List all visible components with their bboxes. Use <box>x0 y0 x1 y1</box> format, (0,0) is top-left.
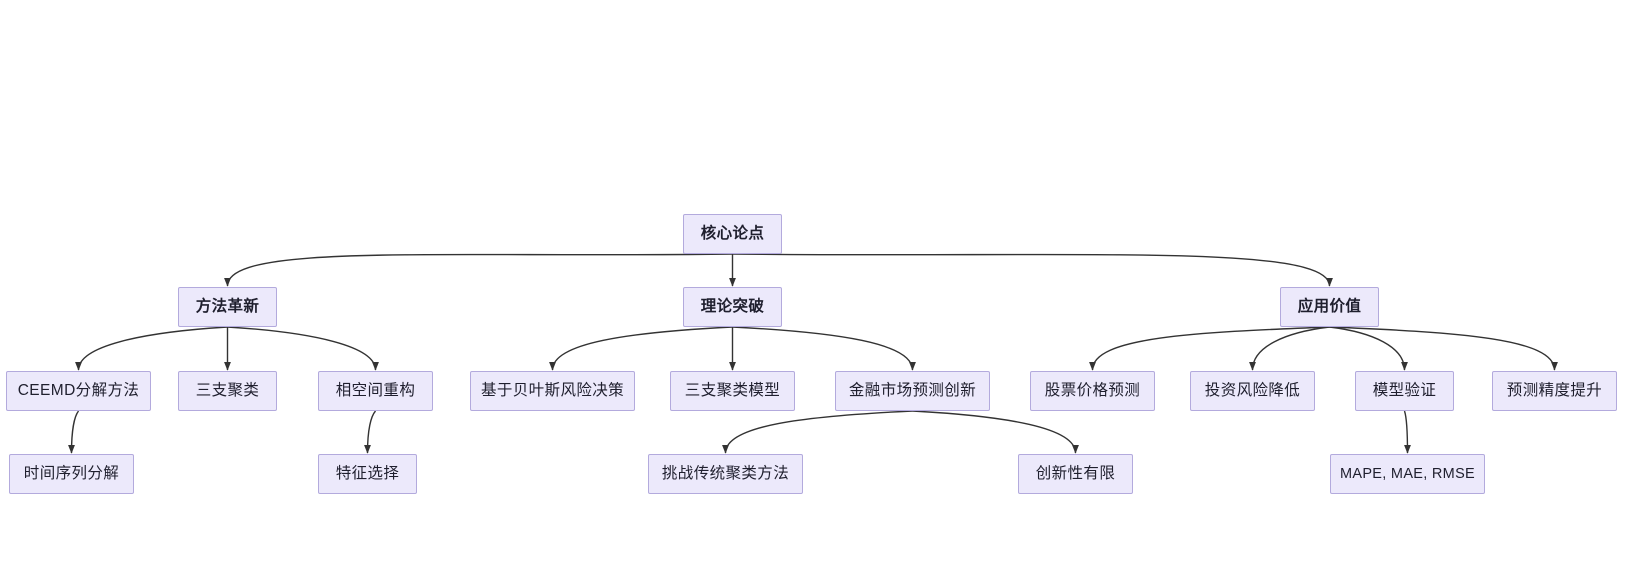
node-l2j[interactable]: 预测精度提升 <box>1492 371 1617 411</box>
node-label: 相空间重构 <box>335 382 416 400</box>
edge-l2a-to-l3a <box>68 410 80 454</box>
edge-l1a-to-l2c <box>227 326 379 371</box>
node-label: 预测精度提升 <box>1506 382 1603 400</box>
node-l3a[interactable]: 时间序列分解 <box>9 454 134 494</box>
node-label: 特征选择 <box>335 465 400 483</box>
node-label: 方法革新 <box>195 298 260 316</box>
node-label: 基于贝叶斯风险决策 <box>480 382 625 400</box>
edge-l2c-to-l3b <box>364 410 377 454</box>
node-root[interactable]: 核心论点 <box>683 214 782 254</box>
node-l3c[interactable]: 挑战传统聚类方法 <box>648 454 803 494</box>
edge-l1c-to-l2h <box>1249 326 1330 371</box>
node-label: CEEMD分解方法 <box>17 382 140 400</box>
edge-l1a-to-l2a <box>75 326 228 371</box>
edge-l1c-to-l2j <box>1329 326 1558 371</box>
edge-root-to-l1a <box>224 253 733 287</box>
node-l1a[interactable]: 方法革新 <box>178 287 277 327</box>
node-label: 挑战传统聚类方法 <box>661 465 790 483</box>
node-l2g[interactable]: 股票价格预测 <box>1030 371 1155 411</box>
node-l2b[interactable]: 三支聚类 <box>178 371 277 411</box>
node-l3b[interactable]: 特征选择 <box>318 454 417 494</box>
edge-l1c-to-l2i <box>1329 326 1408 371</box>
node-label: 应用价值 <box>1297 298 1362 316</box>
node-l3d[interactable]: 创新性有限 <box>1018 454 1133 494</box>
node-label: 三支聚类 <box>195 382 260 400</box>
edge-root-to-l1c <box>732 253 1333 287</box>
node-l1b[interactable]: 理论突破 <box>683 287 782 327</box>
edge-l2f-to-l3c <box>722 410 913 454</box>
node-l1c[interactable]: 应用价值 <box>1280 287 1379 327</box>
node-label: 创新性有限 <box>1035 465 1116 483</box>
edge-l1c-to-l2g <box>1089 326 1330 371</box>
node-l2a[interactable]: CEEMD分解方法 <box>6 371 151 411</box>
node-l2h[interactable]: 投资风险降低 <box>1190 371 1315 411</box>
node-label: MAPE, MAE, RMSE <box>1339 465 1476 482</box>
node-label: 核心论点 <box>700 225 765 243</box>
node-l2c[interactable]: 相空间重构 <box>318 371 433 411</box>
node-l2e[interactable]: 三支聚类模型 <box>670 371 795 411</box>
node-label: 模型验证 <box>1372 382 1437 400</box>
edge-l1b-to-l2d <box>549 326 733 371</box>
edge-l1b-to-l2f <box>732 326 916 371</box>
node-l3e[interactable]: MAPE, MAE, RMSE <box>1330 454 1485 494</box>
node-label: 股票价格预测 <box>1044 382 1141 400</box>
node-label: 时间序列分解 <box>23 465 120 483</box>
node-l2d[interactable]: 基于贝叶斯风险决策 <box>470 371 635 411</box>
node-label: 投资风险降低 <box>1204 382 1301 400</box>
node-l2f[interactable]: 金融市场预测创新 <box>835 371 990 411</box>
node-label: 金融市场预测创新 <box>848 382 977 400</box>
node-label: 三支聚类模型 <box>684 382 781 400</box>
node-l2i[interactable]: 模型验证 <box>1355 371 1454 411</box>
edge-l2f-to-l3d <box>912 410 1079 454</box>
edge-l2i-to-l3e <box>1403 410 1411 454</box>
node-label: 理论突破 <box>700 298 765 316</box>
